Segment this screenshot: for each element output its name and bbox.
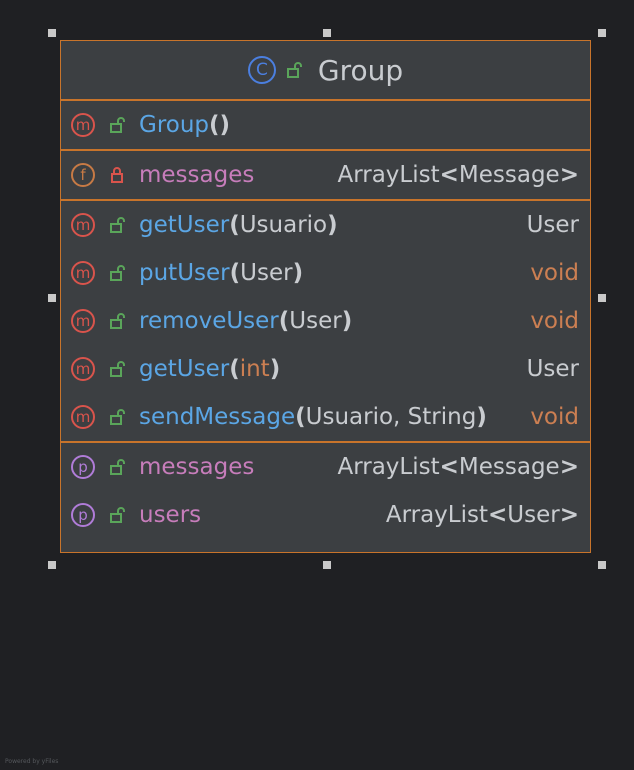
fields-section: f messages ArrayList<Message>: [61, 151, 590, 201]
method-name: putUser: [139, 260, 230, 286]
unlocked-padlock-icon: [110, 313, 125, 329]
property-type: ArrayList<User>: [385, 502, 579, 528]
resize-handle-top-right[interactable]: [598, 29, 606, 37]
properties-section: p messages ArrayList<Message> p users Ar…: [61, 443, 590, 539]
open-paren: (: [229, 356, 240, 382]
method-badge-icon: m: [71, 357, 95, 381]
method-params: int: [239, 356, 270, 382]
property-badge-icon: p: [71, 503, 95, 527]
unlocked-padlock-icon: [110, 361, 125, 377]
method-badge-icon: m: [71, 213, 95, 237]
resize-handle-bottom-center[interactable]: [323, 561, 331, 569]
method-return-type: User: [526, 356, 579, 382]
unlocked-padlock-icon: [110, 265, 125, 281]
method-return-type: void: [530, 260, 579, 286]
method-params: Usuario, String: [305, 404, 477, 430]
close-paren: ): [292, 260, 304, 286]
method-badge-icon: m: [71, 113, 95, 137]
method-name: sendMessage: [139, 404, 296, 430]
constructor-row[interactable]: m Group ( ): [61, 101, 590, 149]
method-params: User: [289, 308, 342, 334]
method-return-type: User: [526, 212, 579, 238]
watermark: Powered by yFiles: [5, 758, 59, 765]
method-name: removeUser: [139, 308, 279, 334]
property-badge-icon: p: [71, 455, 95, 479]
constructor-name: Group: [139, 112, 210, 138]
close-paren: ): [219, 112, 231, 138]
field-badge-icon: f: [71, 163, 95, 187]
field-type: ArrayList<Message>: [337, 162, 579, 188]
resize-handle-middle-left[interactable]: [48, 294, 56, 302]
open-paren: (: [229, 260, 241, 286]
open-paren: (: [295, 404, 306, 430]
method-badge-icon: m: [71, 405, 95, 429]
class-name: Group: [317, 53, 404, 87]
property-row[interactable]: p messages ArrayList<Message>: [61, 443, 590, 491]
resize-handle-top-left[interactable]: [48, 29, 56, 37]
class-badge-icon: C: [247, 56, 276, 84]
method-name: getUser: [139, 212, 230, 238]
method-return-type: void: [530, 404, 579, 430]
method-row[interactable]: m removeUser ( User ) void: [61, 297, 590, 345]
open-paren: (: [229, 212, 240, 238]
open-paren: (: [209, 112, 220, 138]
method-row[interactable]: m getUser ( int ) User: [61, 345, 590, 393]
methods-section: m getUser ( Usuario ) User m putUser ( U…: [61, 201, 590, 443]
constructors-section: m Group ( ): [61, 101, 590, 151]
class-header: C Group: [61, 41, 590, 101]
method-row[interactable]: m getUser ( Usuario ) User: [61, 201, 590, 249]
locked-padlock-icon: [111, 167, 123, 183]
method-name: getUser: [139, 356, 230, 382]
property-name: messages: [139, 454, 255, 480]
property-row[interactable]: p users ArrayList<User>: [61, 491, 590, 539]
unlocked-padlock-icon: [286, 62, 302, 78]
unlocked-padlock-icon: [110, 459, 125, 475]
unlocked-padlock-icon: [110, 217, 125, 233]
resize-handle-bottom-left[interactable]: [48, 561, 56, 569]
field-name: messages: [139, 162, 255, 188]
uml-class-node[interactable]: C Group m Group ( ) f messages: [60, 40, 591, 553]
method-badge-icon: m: [71, 261, 95, 285]
resize-handle-middle-right[interactable]: [598, 294, 606, 302]
method-return-type: void: [530, 308, 579, 334]
method-params: User: [240, 260, 293, 286]
unlocked-padlock-icon: [110, 409, 125, 425]
method-row[interactable]: m sendMessage ( Usuario, String ) void: [61, 393, 590, 441]
resize-handle-top-center[interactable]: [323, 29, 331, 37]
method-params: Usuario: [239, 212, 328, 238]
resize-handle-bottom-right[interactable]: [598, 561, 606, 569]
method-row[interactable]: m putUser ( User ) void: [61, 249, 590, 297]
close-paren: ): [341, 308, 353, 334]
property-name: users: [139, 502, 202, 528]
close-paren: ): [269, 356, 281, 382]
property-type: ArrayList<Message>: [337, 454, 579, 480]
close-paren: ): [327, 212, 338, 238]
open-paren: (: [278, 308, 290, 334]
field-row[interactable]: f messages ArrayList<Message>: [61, 151, 590, 199]
unlocked-padlock-icon: [110, 117, 125, 133]
method-badge-icon: m: [71, 309, 95, 333]
close-paren: ): [476, 404, 487, 430]
unlocked-padlock-icon: [110, 507, 125, 523]
